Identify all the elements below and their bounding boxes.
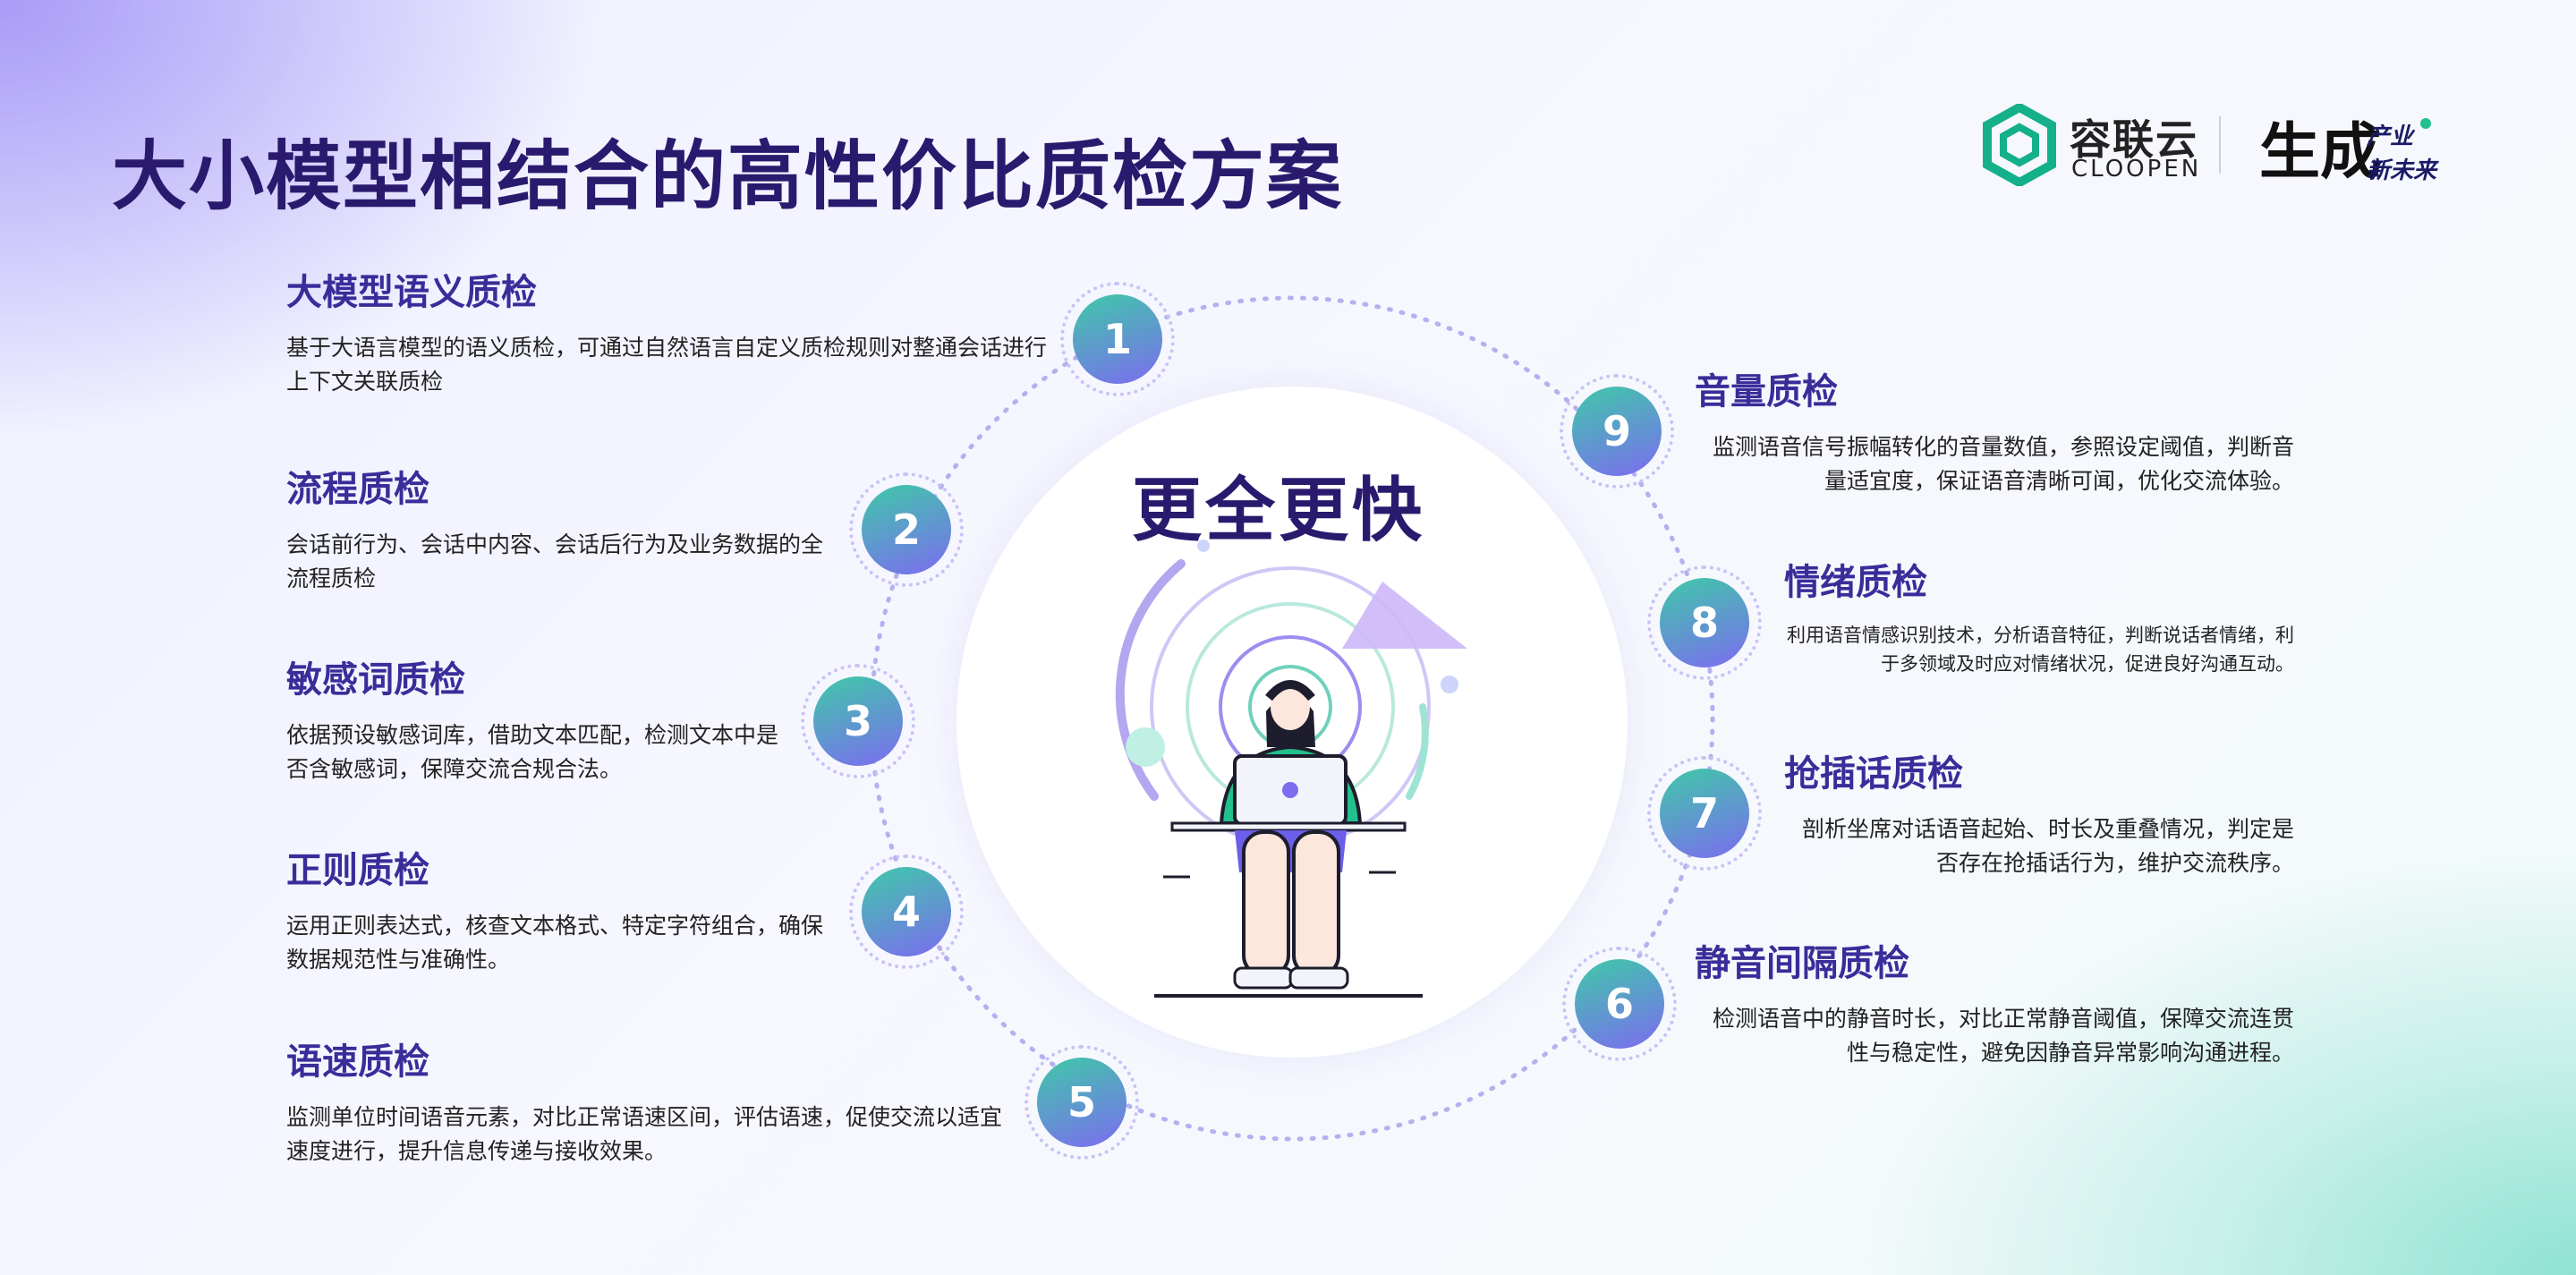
item-description: 监测单位时间语音元素，对比正常语速区间，评估语速，促使交流以适宜速度进行，提升信…	[286, 1104, 1003, 1164]
step-number-3: 3	[843, 697, 872, 745]
center-title: 更全更快	[1131, 471, 1425, 551]
item-title: 音量质检	[1695, 371, 1838, 412]
step-number-9: 9	[1602, 407, 1631, 455]
item-description: 依据预设敏感词库，借助文本匹配，检测文本中是否含敏感词，保障交流合规合法。	[286, 722, 779, 782]
step-number-4: 4	[891, 888, 921, 936]
item-title: 敏感词质检	[286, 659, 465, 701]
slogan-line2: 新未来	[2367, 157, 2437, 184]
slogan-dot	[2420, 118, 2431, 129]
page-title: 大小模型相结合的高性价比质检方案	[112, 132, 1344, 220]
item-emotion-check: 情绪质检 利用语音情感识别技术，分析语音特征，判断说话者情绪，利于多领域及时应对…	[1784, 560, 2294, 678]
step-node-1: 1	[1060, 282, 1175, 396]
item-semantic-check: 大模型语义质检 基于大语言模型的语义质检，可通过自然语言自定义质检规则对整通会话…	[286, 270, 1047, 399]
item-title: 正则质检	[286, 850, 429, 891]
step-node-2: 2	[849, 472, 964, 587]
cloopen-logo: 容联云 CLOOPEN	[1982, 100, 2304, 190]
step-number-1: 1	[1102, 315, 1132, 363]
logo-divider	[2219, 116, 2221, 174]
item-silence-check: 静音间隔质检 检测语音中的静音时长，对比正常静音阈值，保障交流连贯性与稳定性，避…	[1695, 941, 2294, 1070]
step-node-9: 9	[1560, 374, 1674, 489]
step-number-2: 2	[891, 506, 921, 554]
item-volume-check: 音量质检 监测语音信号振幅转化的音量数值，参照设定阈值，判断音量适宜度，保证语音…	[1695, 370, 2294, 498]
item-description: 剖析坐席对话语音起始、时长及重叠情况，判定是否存在抢插话行为，维护交流秩序。	[1801, 816, 2294, 876]
cloopen-hexagon-icon	[1983, 104, 2056, 186]
item-interruption-check: 抢插话质检 剖析坐席对话语音起始、时长及重叠情况，判定是否存在抢插话行为，维护交…	[1784, 752, 2294, 880]
item-process-check: 流程质检 会话前行为、会话中内容、会话后行为及业务数据的全流程质检	[286, 467, 823, 596]
step-node-7: 7	[1647, 756, 1762, 871]
step-number-8: 8	[1689, 599, 1719, 647]
item-description: 会话前行为、会话中内容、会话后行为及业务数据的全流程质检	[286, 531, 824, 591]
item-description: 利用语音情感识别技术，分析语音特征，判断说话者情绪，利于多领域及时应对情绪状况，…	[1787, 625, 2294, 675]
cloopen-cn-name: 容联云	[2070, 115, 2198, 164]
cloopen-en-name: CLOOPEN	[2071, 156, 2202, 183]
step-node-4: 4	[849, 854, 964, 969]
item-title: 流程质检	[286, 469, 429, 510]
slogan-big-text: 生成	[2259, 117, 2382, 188]
step-number-7: 7	[1689, 789, 1719, 837]
step-node-3: 3	[801, 664, 915, 778]
item-speech-rate-check: 语速质检 监测单位时间语音元素，对比正常语速区间，评估语速，促使交流以适宜速度进…	[286, 1040, 1002, 1169]
step-node-5: 5	[1024, 1045, 1139, 1160]
item-description: 监测语音信号振幅转化的音量数值，参照设定阈值，判断音量适宜度，保证语音清晰可闻，…	[1712, 434, 2294, 494]
item-description: 基于大语言模型的语义质检，可通过自然语言自定义质检规则对整通会话进行上下文关联质…	[286, 335, 1048, 395]
slogan-line1: 产业	[2367, 123, 2414, 150]
item-title: 静音间隔质检	[1695, 943, 1909, 984]
step-number-5: 5	[1067, 1078, 1096, 1126]
item-sensitive-word-check: 敏感词质检 依据预设敏感词库，借助文本匹配，检测文本中是否含敏感词，保障交流合规…	[286, 658, 787, 786]
slogan-logo: 生成 产业 新未来	[2259, 100, 2456, 190]
item-title: 情绪质检	[1784, 562, 1927, 603]
item-title: 语速质检	[286, 1041, 429, 1083]
step-number-6: 6	[1604, 980, 1634, 1028]
person-laptop-illustration	[1115, 540, 1467, 998]
item-regex-check: 正则质检 运用正则表达式，核查文本格式、特定字符组合，确保数据规范性与准确性。	[286, 848, 823, 977]
item-title: 大模型语义质检	[286, 272, 537, 313]
step-node-6: 6	[1562, 947, 1677, 1061]
item-description: 运用正则表达式，核查文本格式、特定字符组合，确保数据规范性与准确性。	[286, 913, 824, 973]
step-node-8: 8	[1647, 565, 1762, 680]
item-description: 检测语音中的静音时长，对比正常静音阈值，保障交流连贯性与稳定性，避免因静音异常影…	[1712, 1006, 2294, 1066]
item-title: 抢插话质检	[1784, 753, 1963, 795]
